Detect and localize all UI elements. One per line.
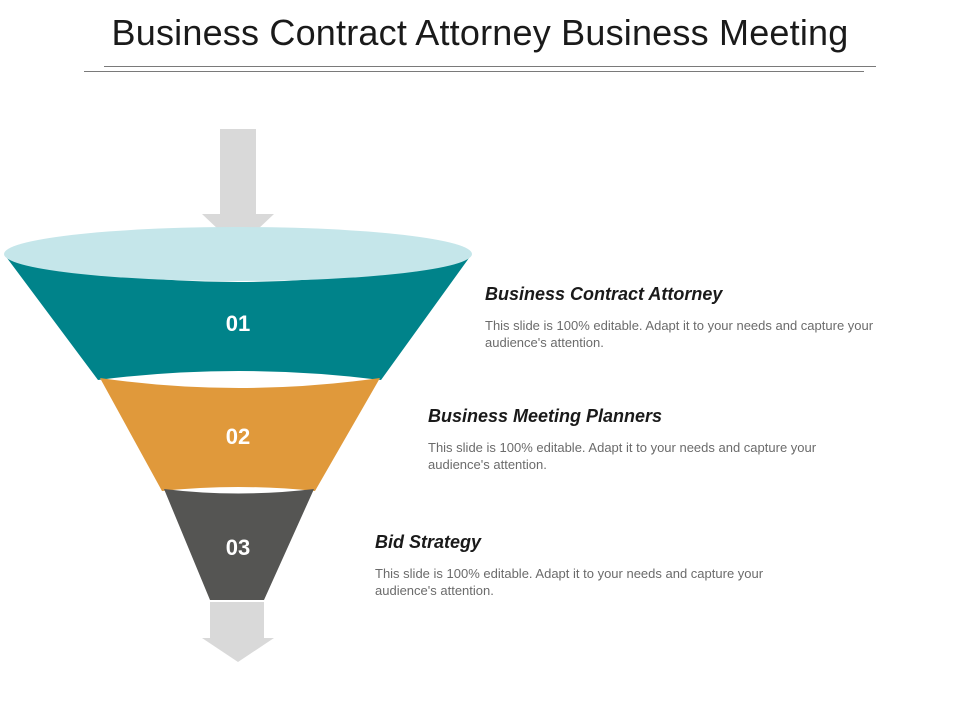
funnel-stage-1 — [7, 258, 469, 380]
output-arrow — [202, 602, 274, 662]
stage-3-text-block: Bid Strategy This slide is 100% editable… — [375, 532, 825, 599]
stage-number-2: 02 — [225, 424, 251, 449]
funnel-stage-3 — [164, 489, 314, 600]
stage-3-description: This slide is 100% editable. Adapt it to… — [375, 566, 764, 598]
stage-2-text-block: Business Meeting Planners This slide is … — [428, 406, 878, 473]
funnel-mouth — [4, 227, 472, 281]
stage-3-heading: Bid Strategy — [375, 532, 482, 552]
funnel-stage-2 — [100, 378, 380, 491]
stage-number-3: 03 — [225, 535, 251, 560]
title-divider-top — [104, 66, 876, 67]
stage-1-heading: Business Contract Attorney — [485, 284, 723, 304]
input-arrow — [202, 129, 274, 248]
stage-2-description: This slide is 100% editable. Adapt it to… — [428, 440, 817, 472]
stage-1-description: This slide is 100% editable. Adapt it to… — [485, 318, 874, 350]
title-divider-bottom — [84, 71, 864, 72]
stage-number-1: 01 — [225, 311, 251, 336]
stage-2-heading: Business Meeting Planners — [428, 406, 663, 426]
page-title: Business Contract Attorney Business Meet… — [111, 12, 849, 53]
stage-1-text-block: Business Contract Attorney This slide is… — [485, 284, 935, 351]
